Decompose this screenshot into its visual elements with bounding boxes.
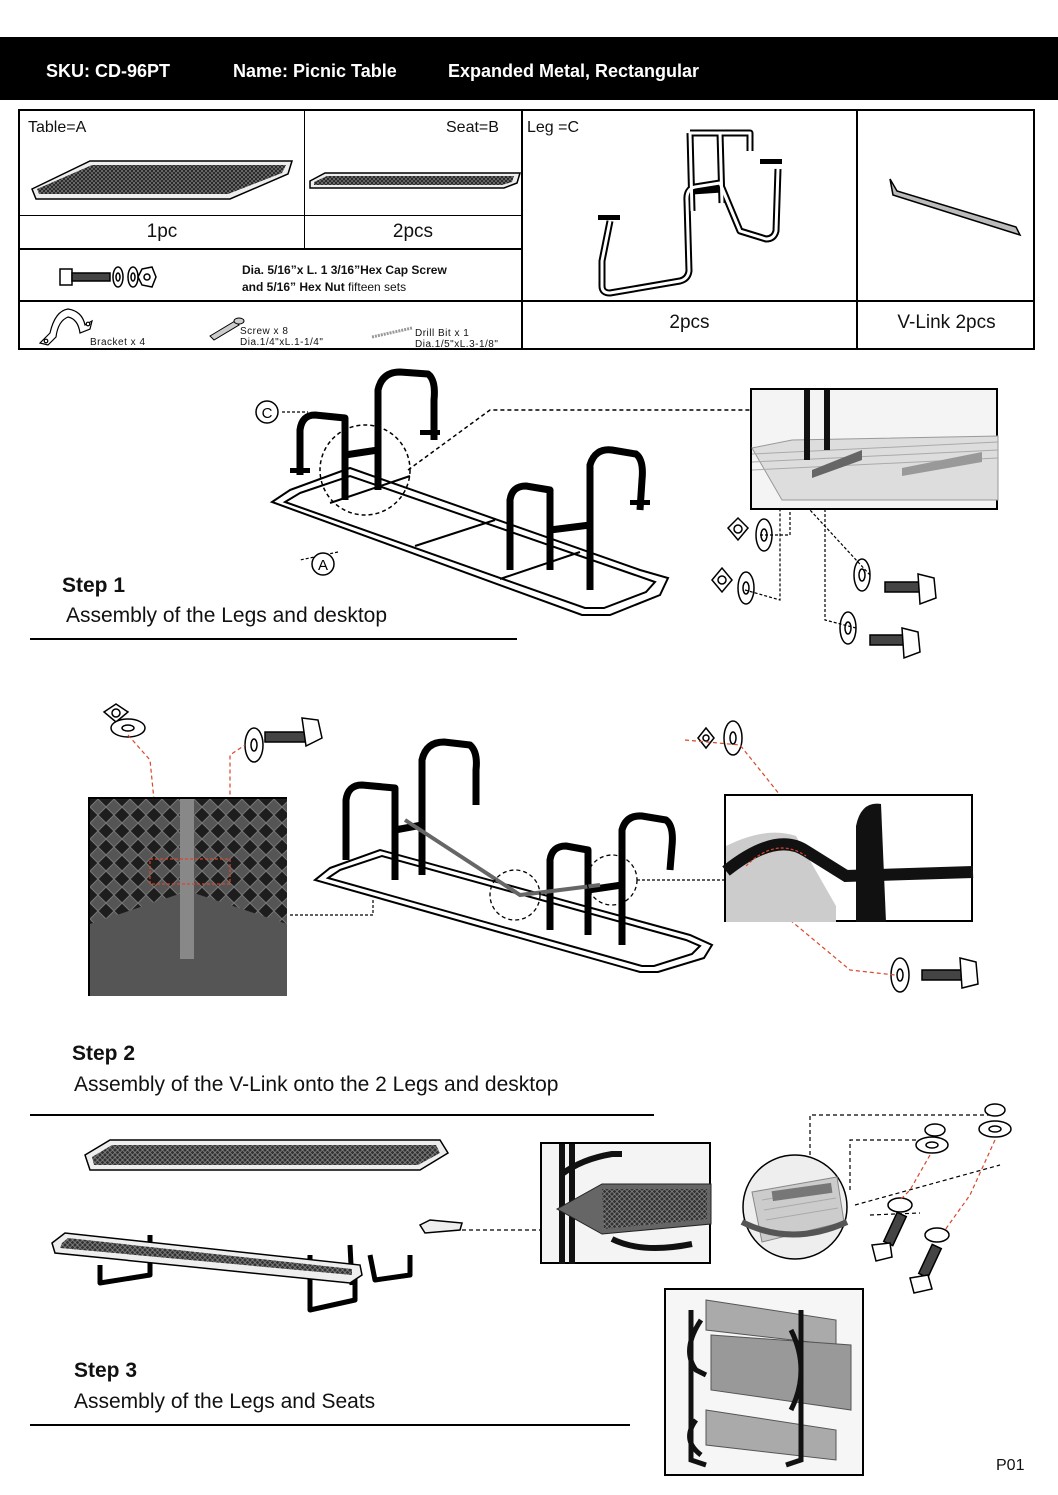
- bracket-label: Bracket x 4: [90, 337, 146, 348]
- drill-bit-label: Drill Bit x 1 Dia.1/5"xL.3-1/8": [415, 328, 498, 350]
- step3-detail-assembled: [664, 1288, 864, 1476]
- step2-detail-left: [88, 797, 287, 996]
- step3-desc: Assembly of the Legs and Seats: [74, 1390, 376, 1413]
- hardware-line1: Dia. 5/16”x L. 1 3/16”Hex Cap Screw: [242, 263, 447, 277]
- table-qty: 1pc: [146, 221, 178, 242]
- callout-c: C: [262, 405, 273, 422]
- hardware-line2b: fifteen sets: [348, 280, 407, 294]
- step2-desc: Assembly of the V-Link onto the 2 Legs a…: [74, 1073, 559, 1096]
- leg-label: Leg =C: [527, 119, 580, 136]
- step1-title: Step 1: [62, 574, 126, 597]
- seat-qty: 2pcs: [392, 221, 434, 242]
- table-top-illustration: [31, 129, 1022, 346]
- step3-detail-circle: [740, 1154, 849, 1260]
- step2-detail-right: [722, 794, 974, 922]
- step1-detail-inset: [750, 388, 999, 510]
- step1-desc: Assembly of the Legs and desktop: [66, 604, 388, 627]
- screw-line2: Dia.1/4"xL.1-1/4": [240, 337, 324, 348]
- drill-line1: Drill Bit x 1: [415, 328, 470, 339]
- vlink-qty: V-Link 2pcs: [897, 312, 996, 333]
- parts-table: Table=A Seat=B Leg =C 1pc 2pcs 2pcs V-Li…: [18, 109, 1035, 350]
- step3-rule: [30, 1424, 630, 1426]
- product-material: Expanded Metal, Rectangular: [448, 61, 700, 81]
- callout-a: A: [318, 557, 328, 574]
- step3-detail-seat: [540, 1142, 712, 1264]
- step1-rule: [30, 638, 517, 640]
- seat-label: Seat=B: [446, 119, 499, 136]
- step1-illustration: C A: [255, 368, 937, 660]
- step3-illustration: [51, 1103, 1012, 1313]
- table-label: Table=A: [28, 119, 87, 136]
- step3-title: Step 3: [74, 1359, 138, 1382]
- screw-line1: Screw x 8: [240, 326, 289, 337]
- hardware-spec: Dia. 5/16”x L. 1 3/16”Hex Cap Screw and …: [242, 262, 447, 296]
- sku-value: CD-96PT: [95, 61, 171, 81]
- hardware-line2a: and 5/16” Hex Nut: [242, 280, 349, 294]
- step2-title: Step 2: [72, 1042, 136, 1065]
- sku-label: SKU:: [46, 61, 90, 81]
- screw-label: Screw x 8 Dia.1/4"xL.1-1/4": [240, 326, 323, 348]
- step2-illustration: [102, 703, 979, 993]
- leg-qty: 2pcs: [669, 312, 710, 333]
- product-name: Name: Picnic Table: [233, 61, 397, 81]
- drill-line2: Dia.1/5"xL.3-1/8": [415, 339, 499, 350]
- page-number: P01: [996, 1457, 1025, 1474]
- header-bar: SKU: CD-96PT Name: Picnic Table Expanded…: [0, 37, 1058, 100]
- step2-rule: [30, 1114, 654, 1116]
